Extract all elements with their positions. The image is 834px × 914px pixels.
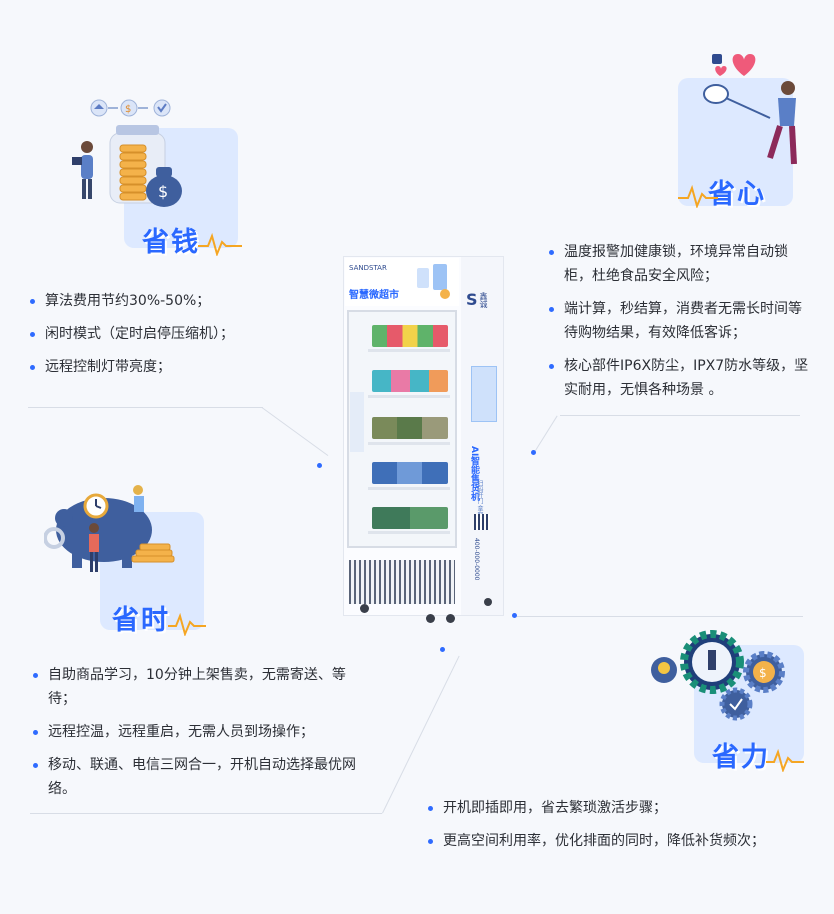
peace-of-mind-list: 温度报警加健康锁，环境异常自动锁柜，杜绝食品安全风险； 端计算，秒结算，消费者无… <box>549 240 809 411</box>
list-item: 远程控制灯带亮度； <box>30 355 300 379</box>
fridge-header-title: 智慧微超市 <box>349 290 399 301</box>
fridge-wheel <box>484 598 492 606</box>
save-money-illustration: $ $ <box>72 99 182 207</box>
fridge-grille <box>349 560 455 604</box>
save-money-title: 省钱 <box>142 227 200 258</box>
connector-line-right-top-diag <box>534 415 558 453</box>
list-item: 远程控温，远程重启，无需人员到场操作； <box>33 720 363 744</box>
goods-row <box>372 417 448 439</box>
list-item: 移动、联通、电信三网合一，开机自动选择最优网络。 <box>33 753 363 801</box>
fridge-wheel <box>446 614 455 623</box>
svg-text:$: $ <box>759 666 767 680</box>
save-money-list: 算法费用节约30%-50%； 闲时模式（定时启停压缩机）； 远程控制灯带亮度； <box>30 289 300 388</box>
svg-text:$: $ <box>158 182 168 201</box>
connector-dot <box>440 647 445 652</box>
save-time-illustration <box>44 485 175 572</box>
list-item: 开机即插即用，省去繁琐激活步骤； <box>428 796 828 820</box>
connector-dot <box>317 463 322 468</box>
side-logo-cn: 鑫诚 <box>479 292 488 308</box>
connector-dot <box>512 613 517 618</box>
connector-line-right-top <box>560 415 800 416</box>
save-time-title: 省时 <box>112 605 170 636</box>
side-scan-text: 扫码开门 拿取商品 <box>476 480 483 530</box>
pulse-icon <box>168 612 206 636</box>
svg-text:$: $ <box>125 104 131 115</box>
header-illustration <box>417 264 450 299</box>
list-item: 自助商品学习，10分钟上架售卖，无需寄送、等待； <box>33 663 363 711</box>
save-effort-illustration: $ <box>651 630 785 721</box>
side-qr-code <box>474 514 490 530</box>
list-item: 核心部件IP6X防尘，IPX7防水等级，坚实耐用，无惧各种场景 。 <box>549 354 809 402</box>
fridge-shelf <box>368 531 450 534</box>
pulse-icon <box>198 232 242 256</box>
list-item: 端计算，秒结算，消费者无需长时间等待购物结果，有效降低客诉； <box>549 297 809 345</box>
side-logo-letter: S <box>466 290 478 309</box>
save-effort-title: 省力 <box>712 742 770 773</box>
fridge-shelf <box>368 487 450 490</box>
fridge-shelf <box>368 349 450 352</box>
goods-row <box>372 462 448 484</box>
list-item: 温度报警加健康锁，环境异常自动锁柜，杜绝食品安全风险； <box>549 240 809 288</box>
goods-row <box>372 370 448 392</box>
side-hotline: 400-000-0000 <box>473 538 480 581</box>
brand-logo-text: SANDSTAR <box>349 264 387 272</box>
peace-of-mind-title: 省心 <box>708 179 766 210</box>
list-item: 算法费用节约30%-50%； <box>30 289 300 313</box>
connector-line-left-top-diag <box>261 407 329 457</box>
fridge-side <box>461 256 504 616</box>
connector-dot <box>531 450 536 455</box>
goods-row <box>372 325 448 347</box>
side-mini-fridge <box>471 366 497 422</box>
connector-line-left-bottom-diag <box>382 655 460 814</box>
side-label: AI智能售货机 <box>469 446 479 502</box>
connector-line-left-top <box>28 407 263 408</box>
fridge-wheel <box>426 614 435 623</box>
fridge-shelf <box>368 442 450 445</box>
pulse-icon <box>678 184 718 208</box>
connector-line-left-bottom <box>30 813 382 814</box>
goods-row <box>372 507 448 529</box>
door-qr-sticker <box>350 392 364 452</box>
peace-of-mind-illustration <box>703 54 797 165</box>
pulse-icon <box>766 748 804 772</box>
save-time-list: 自助商品学习，10分钟上架售卖，无需寄送、等待； 远程控温，远程重启，无需人员到… <box>33 663 363 810</box>
connector-line-right-mid <box>517 616 803 617</box>
list-item: 更高空间利用率，优化排面的同时，降低补货频次； <box>428 829 828 853</box>
fridge-header: SANDSTAR 智慧微超市 <box>345 258 459 306</box>
save-effort-list: 开机即插即用，省去繁琐激活步骤； 更高空间利用率，优化排面的同时，降低补货频次； <box>428 796 828 862</box>
list-item: 闲时模式（定时启停压缩机）； <box>30 322 300 346</box>
fridge-wheel <box>360 604 369 613</box>
fridge-shelf <box>368 395 450 398</box>
